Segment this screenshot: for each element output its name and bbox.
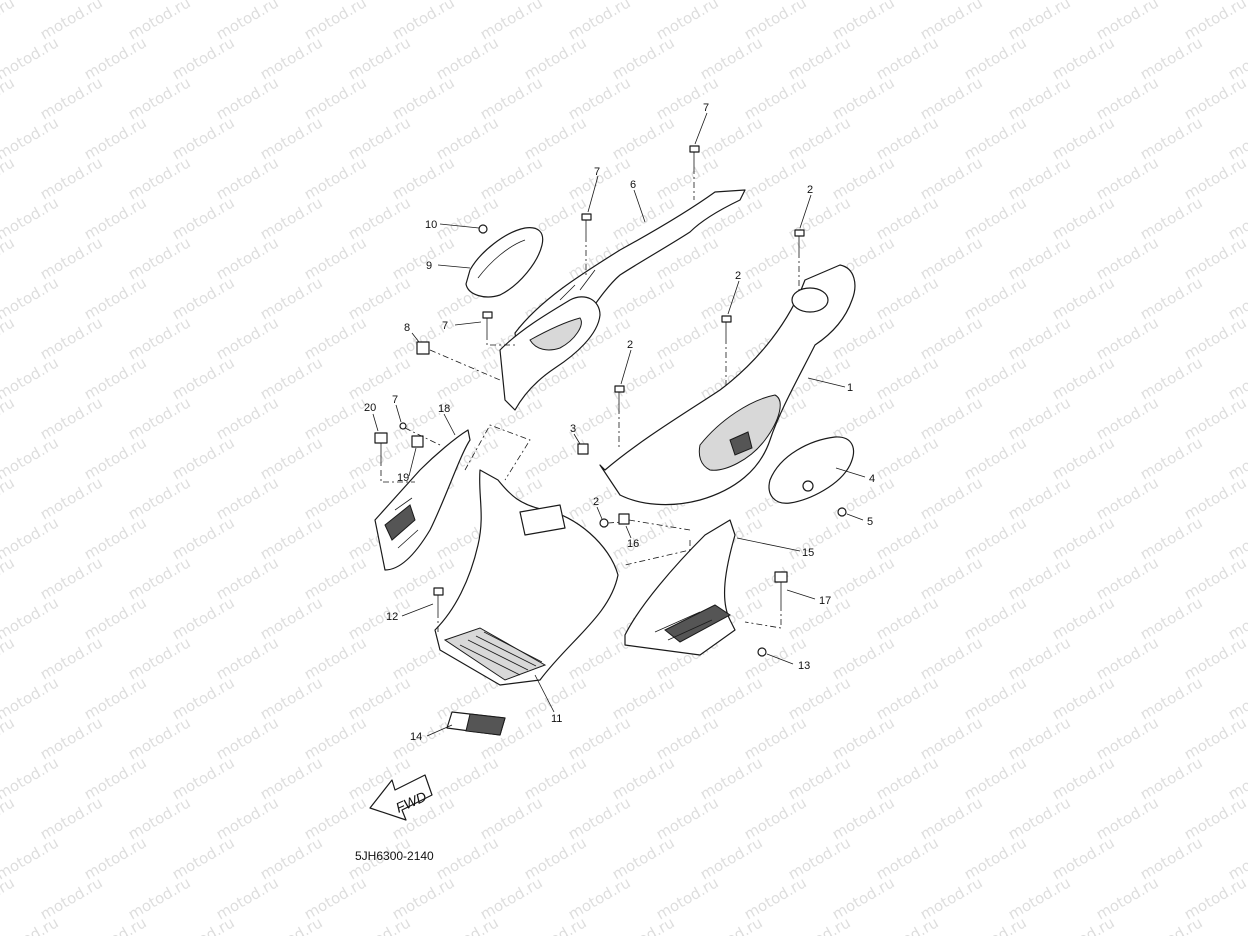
watermark-text: motod.ru <box>0 393 18 443</box>
callout-2-low: 2 <box>627 339 633 351</box>
watermark-text: motod.ru <box>1225 0 1248 3</box>
watermark-text: motod.ru <box>433 913 502 936</box>
callout-20: 20 <box>364 402 376 414</box>
callout-7-top: 7 <box>703 102 709 114</box>
callout-4: 4 <box>869 473 875 485</box>
watermark-text: motod.ru <box>0 0 18 43</box>
callout-11: 11 <box>551 713 562 725</box>
watermark-text: motod.ru <box>697 913 766 936</box>
screw-5 <box>837 507 847 517</box>
callout-1: 1 <box>847 382 853 394</box>
watermark-text: motod.ru <box>609 913 678 936</box>
watermark-text: motod.ru <box>785 913 854 936</box>
watermark-text: motod.ru <box>345 913 414 936</box>
watermark-text: motod.ru <box>257 913 326 936</box>
watermark-text: motod.ru <box>0 233 18 283</box>
drawing-code: 5JH6300-2140 <box>355 849 434 863</box>
watermark-text: motod.ru <box>0 713 18 763</box>
forward-arrow-icon: FWD <box>369 774 433 821</box>
callout-7-upper: 7 <box>594 166 600 178</box>
watermark-text: motod.ru <box>0 873 18 923</box>
part-14-decal <box>446 711 506 736</box>
screw-7-small <box>399 422 407 430</box>
watermark-text: motod.ru <box>0 913 62 936</box>
watermark-text: motod.ru <box>1049 913 1118 936</box>
callout-19: 19 <box>397 472 409 484</box>
callout-labels: 7 7 6 2 10 9 2 7 8 2 1 20 7 18 3 19 4 5 … <box>364 102 875 743</box>
assembly-lines <box>380 168 800 632</box>
callout-15: 15 <box>802 547 814 559</box>
watermark-text: motod.ru <box>0 73 18 123</box>
part-18-inner-panel <box>374 429 471 571</box>
bolt-20 <box>374 432 388 466</box>
bolt-17 <box>774 571 788 605</box>
nut-8 <box>416 341 430 355</box>
watermark-text: motod.ru <box>521 913 590 936</box>
callout-18: 18 <box>438 403 450 415</box>
leader-lines <box>372 112 866 737</box>
watermark-text: motod.ru <box>0 793 18 843</box>
watermark-text: motod.ru <box>873 913 942 936</box>
watermark-text: motod.ru <box>0 553 18 603</box>
callout-2-mid: 2 <box>735 270 741 282</box>
screw-2-lower <box>599 518 609 528</box>
watermark-text: motod.ru <box>1225 913 1248 936</box>
screw-2-low <box>614 385 625 408</box>
watermark-text: motod.ru <box>1137 913 1206 936</box>
screw-7-top <box>689 145 700 168</box>
nut-3 <box>577 443 589 455</box>
part-1-side-cover <box>599 264 856 506</box>
screw-7-mid <box>581 213 592 236</box>
callout-3: 3 <box>570 423 576 435</box>
screw-2-mid <box>721 315 732 338</box>
bolt-12 <box>433 587 444 612</box>
callout-13: 13 <box>798 660 810 672</box>
callout-17: 17 <box>819 595 831 607</box>
callout-6: 6 <box>630 179 636 191</box>
watermark-text: motod.ru <box>81 913 150 936</box>
watermark-text: motod.ru <box>0 313 18 363</box>
screw-10 <box>478 224 488 234</box>
nut-16 <box>618 513 630 525</box>
callout-5: 5 <box>867 516 873 528</box>
callout-12: 12 <box>386 611 398 623</box>
callout-8: 8 <box>404 322 410 334</box>
callout-16: 16 <box>627 538 639 550</box>
part-9-side-cap <box>465 227 544 298</box>
part-15-side-panel <box>624 519 736 656</box>
watermark-text: motod.ru <box>169 913 238 936</box>
screw-2-top <box>794 229 805 252</box>
watermark-text: motod.ru <box>0 473 18 523</box>
screw-7-left <box>482 311 493 334</box>
callout-7-left: 7 <box>442 320 448 332</box>
screw-13 <box>757 647 767 657</box>
callout-10: 10 <box>425 219 437 231</box>
part-11-front-panel <box>434 469 619 686</box>
watermark-text: motod.ru <box>0 153 18 203</box>
callout-2-top: 2 <box>807 184 813 196</box>
watermark-text: motod.ru <box>0 633 18 683</box>
callout-2-lower: 2 <box>593 496 599 508</box>
part-4-oval-cover <box>768 436 855 504</box>
part-6-rail-cover <box>499 189 746 411</box>
fasteners <box>374 145 847 657</box>
nut-19 <box>411 435 424 448</box>
watermark-text: motod.ru <box>961 913 1030 936</box>
callout-7-small: 7 <box>392 394 398 406</box>
callout-9: 9 <box>426 260 432 272</box>
callout-14: 14 <box>410 731 422 743</box>
